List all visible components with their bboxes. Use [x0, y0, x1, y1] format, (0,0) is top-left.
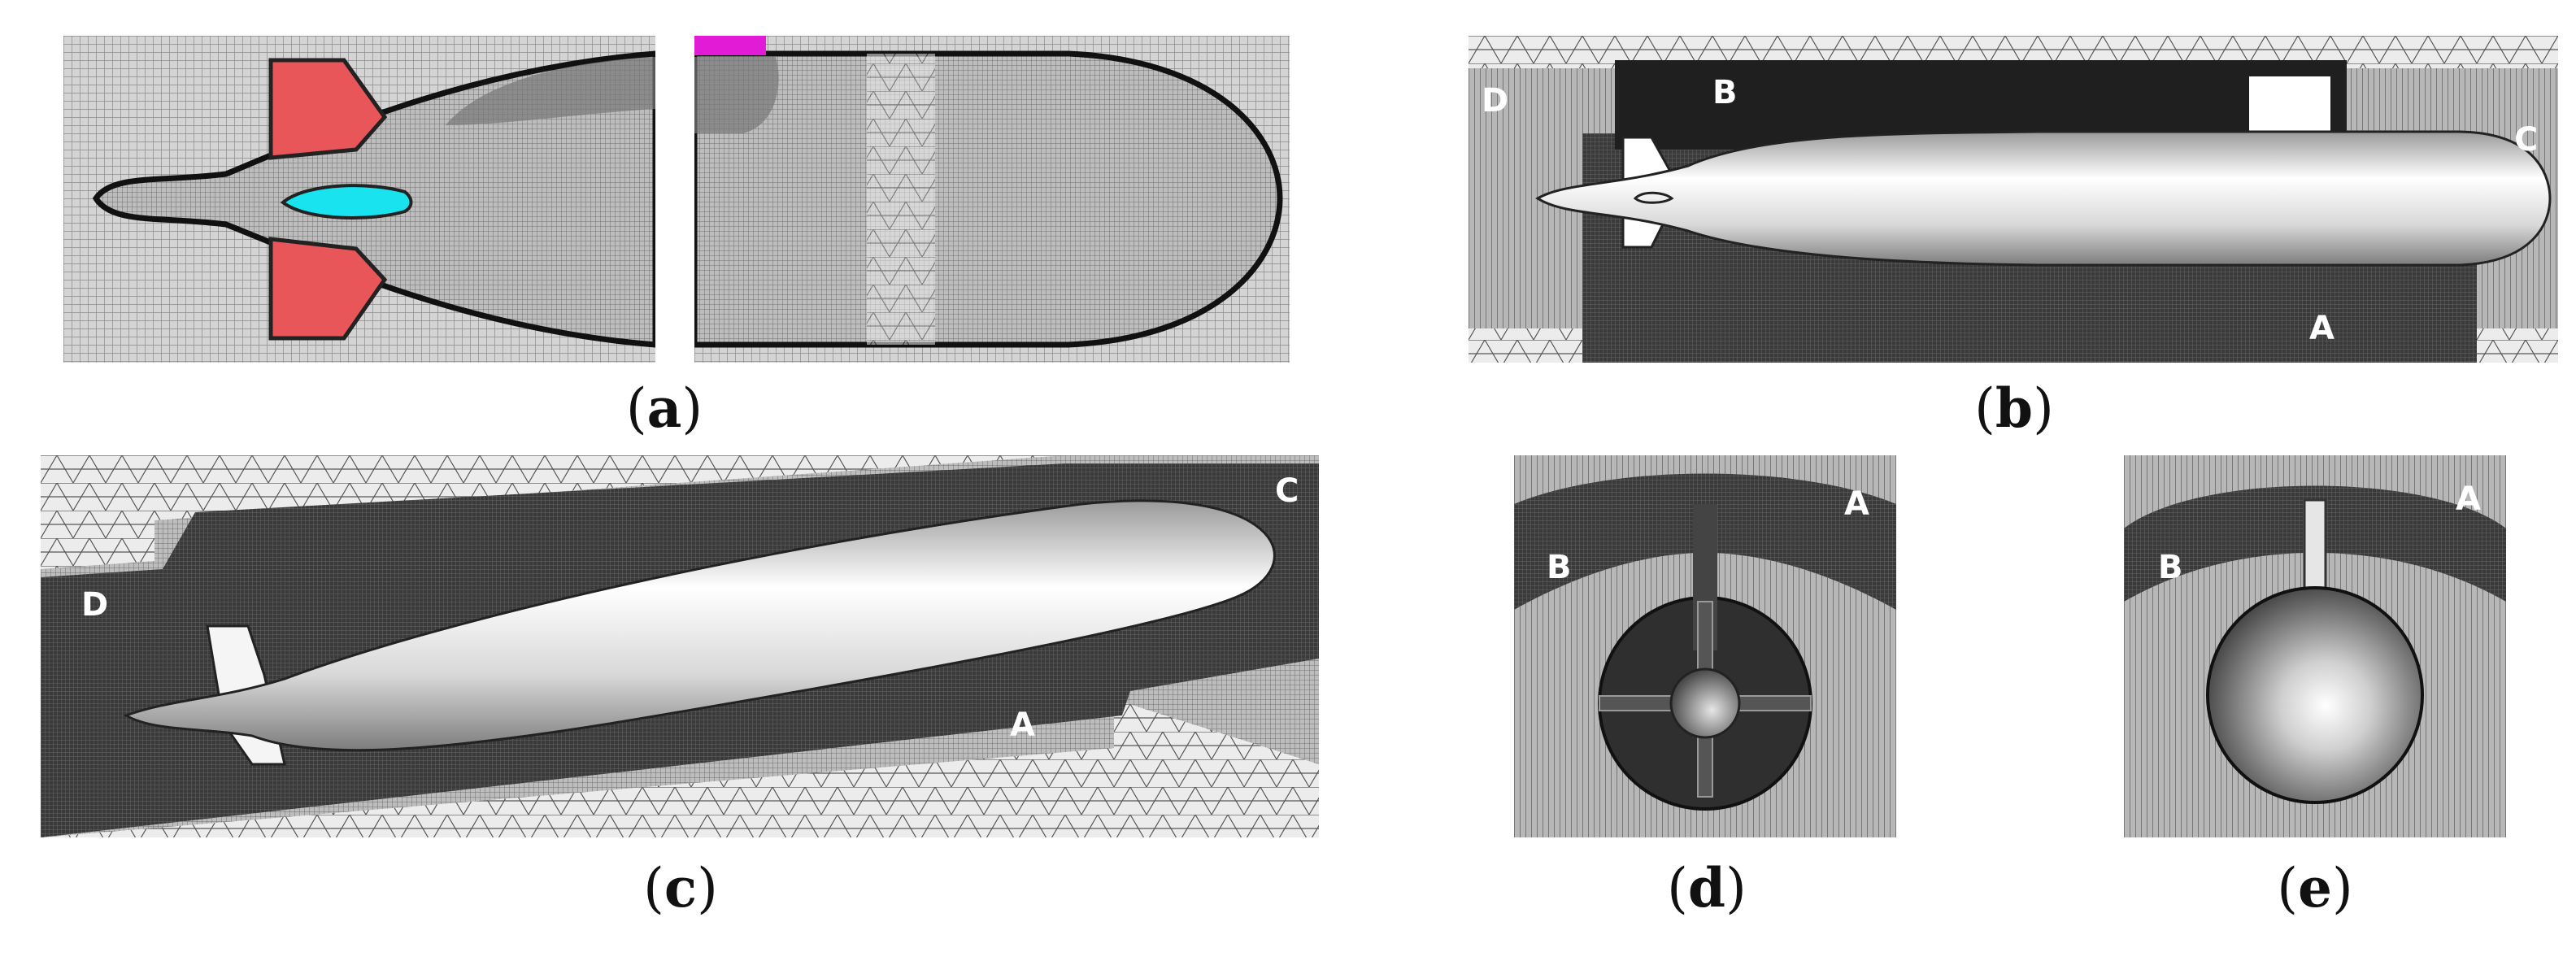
hull: [1535, 130, 2552, 267]
panel-b-svg: [1469, 36, 2558, 363]
zone-label-B: B: [1712, 74, 1738, 111]
hull-sphere: [2206, 586, 2424, 804]
panel-e-bow-view: [2124, 455, 2506, 837]
caption-b: (b): [1974, 376, 2054, 440]
fin-upper: [268, 58, 388, 160]
hub: [1669, 667, 1741, 739]
panel-a-bow-svg: [694, 36, 1290, 363]
panel-d-svg: [1514, 455, 1896, 837]
hull-bow: [694, 50, 1283, 348]
panel-a-bow-mesh: [694, 36, 1290, 363]
zone-label-A: A: [1844, 485, 1869, 523]
zone-label-C: C: [2514, 121, 2539, 159]
zone-label-B: B: [2158, 549, 2183, 586]
zone-label-A: A: [2309, 310, 2334, 347]
zone-label-A: A: [2456, 480, 2481, 518]
panel-a-stern-svg: [63, 36, 655, 363]
sail-shape: [280, 184, 413, 220]
zone-label-C: C: [1275, 472, 1299, 510]
caption-c: (c): [643, 856, 718, 920]
zone-label-D: D: [1482, 82, 1509, 120]
transition-band: [867, 54, 935, 345]
hull: [123, 499, 1276, 752]
zone-label-D: D: [81, 586, 109, 624]
zone-label-B: B: [1547, 549, 1572, 586]
panel-a-stern-mesh: [63, 36, 655, 363]
panel-c-svg: [41, 455, 1319, 837]
panel-d-stern-view: [1514, 455, 1896, 837]
panel-e-svg: [2124, 455, 2506, 837]
sail-block: [2249, 76, 2330, 133]
caption-d: (d): [1667, 856, 1747, 920]
sail-outline: [1633, 191, 1674, 204]
caption-e: (e): [2277, 856, 2353, 920]
caption-a: (a): [625, 376, 703, 440]
magenta-tab: [694, 36, 766, 55]
zone-label-A: A: [1010, 707, 1035, 744]
panel-c-oblique-mesh: [41, 455, 1319, 837]
sail-rod: [2303, 498, 2327, 599]
shadow-region: [694, 57, 779, 133]
fin-lower: [268, 237, 388, 341]
shadow-region: [446, 57, 655, 125]
panel-b-side-mesh: [1469, 36, 2558, 363]
